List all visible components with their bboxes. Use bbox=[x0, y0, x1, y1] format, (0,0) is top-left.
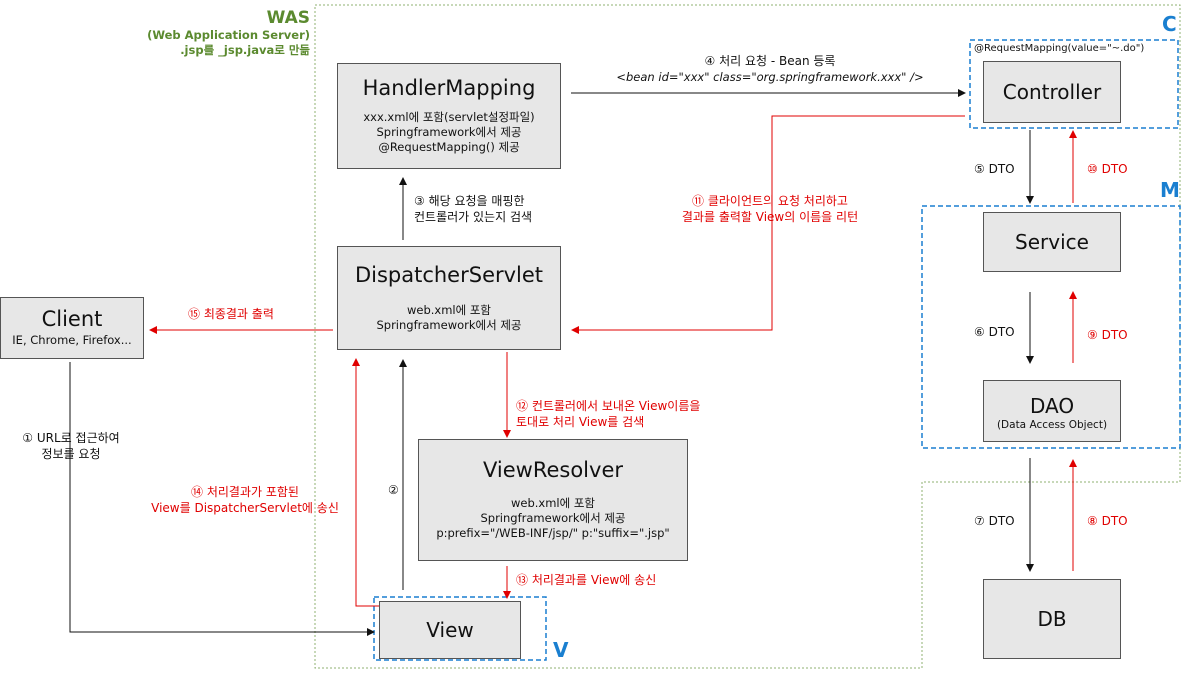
client-box: Client IE, Chrome, Firefox... bbox=[0, 297, 144, 359]
step-1-label: ① URL로 접근하여 정보를 요청 bbox=[6, 430, 136, 462]
was-container-border bbox=[314, 4, 1181, 669]
dao-line: (Data Access Object) bbox=[996, 419, 1108, 431]
handler-mapping-line-2: Springframework에서 제공 bbox=[376, 125, 522, 139]
step-13-label: ⑬ 처리결과를 View에 송신 bbox=[516, 573, 657, 587]
was-title: WAS bbox=[266, 8, 310, 28]
handler-mapping-line-3: @RequestMapping() 제공 bbox=[378, 140, 520, 154]
step-9-label: ⑨ DTO bbox=[1087, 328, 1128, 342]
view-box: View bbox=[379, 601, 521, 659]
service-title: Service bbox=[1015, 230, 1089, 254]
client-line: IE, Chrome, Firefox... bbox=[12, 333, 132, 347]
model-letter: M bbox=[1160, 178, 1180, 202]
step-11-line-2: 결과를 출력할 View의 이름을 리턴 bbox=[681, 210, 859, 224]
arrow-11 bbox=[571, 115, 965, 334]
step-3-label: ③ 해당 요청을 매핑한 컨트롤러가 있는지 검색 bbox=[414, 193, 532, 225]
arrow-14 bbox=[352, 358, 379, 607]
view-resolver-line-2: Springframework에서 제공 bbox=[480, 511, 626, 525]
step-4-line-2: <bean id="xxx" class="org.springframewor… bbox=[616, 70, 924, 84]
was-subtitle: (Web Application Server) bbox=[147, 28, 310, 42]
was-note: .jsp를 _jsp.java로 만듦 bbox=[180, 43, 310, 57]
handler-mapping-title: HandlerMapping bbox=[362, 76, 536, 100]
handler-mapping-box: HandlerMapping xxx.xml에 포함(servlet설정파일) … bbox=[337, 63, 561, 169]
step-14-label: ⑭ 처리결과가 포함된 View를 DispatcherServlet에 송신 bbox=[140, 484, 350, 516]
view-resolver-line-1: web.xml에 포함 bbox=[510, 496, 596, 510]
dispatcher-servlet-line-2: Springframework에서 제공 bbox=[376, 318, 522, 332]
step-1-line-2: 정보를 요청 bbox=[41, 447, 101, 461]
dao-box: DAO (Data Access Object) bbox=[983, 380, 1121, 442]
step-11-label: ⑪ 클라이언트의 요청 처리하고 결과를 출력할 View의 이름을 리턴 bbox=[650, 193, 890, 225]
handler-mapping-line-1: xxx.xml에 포함(servlet설정파일) bbox=[363, 110, 535, 124]
step-1-line-1: ① URL로 접근하여 bbox=[22, 431, 120, 445]
step-10-label: ⑩ DTO bbox=[1087, 162, 1128, 176]
view-resolver-box: ViewResolver web.xml에 포함 Springframework… bbox=[418, 439, 688, 561]
controller-title: Controller bbox=[1002, 80, 1102, 104]
model-group-border bbox=[921, 205, 1181, 449]
step-4-label: ④ 처리 요청 - Bean 등록 <bean id="xxx" class="… bbox=[600, 53, 940, 85]
db-title: DB bbox=[1037, 607, 1067, 631]
view-resolver-title: ViewResolver bbox=[482, 458, 623, 482]
step-11-line-1: ⑪ 클라이언트의 요청 처리하고 bbox=[692, 194, 848, 208]
step-3-line-1: ③ 해당 요청을 매핑한 bbox=[414, 194, 525, 208]
dao-title: DAO bbox=[1029, 394, 1075, 418]
db-box: DB bbox=[983, 579, 1121, 659]
step-15-label: ⑮ 최종결과 출력 bbox=[188, 307, 274, 321]
controller-letter: C bbox=[1162, 12, 1177, 36]
view-letter: V bbox=[553, 638, 569, 662]
step-5-label: ⑤ DTO bbox=[974, 162, 1015, 176]
dispatcher-servlet-line-1: web.xml에 포함 bbox=[406, 303, 492, 317]
view-title: View bbox=[426, 618, 474, 642]
step-2-label: ② bbox=[388, 483, 399, 497]
step-12-label: ⑫ 컨트롤러에서 보내온 View이름을 토대로 처리 View를 검색 bbox=[516, 398, 700, 430]
step-12-line-1: ⑫ 컨트롤러에서 보내온 View이름을 bbox=[516, 399, 701, 413]
step-8-label: ⑧ DTO bbox=[1087, 514, 1128, 528]
step-7-label: ⑦ DTO bbox=[974, 514, 1015, 528]
controller-box: Controller bbox=[983, 61, 1121, 123]
step-3-line-2: 컨트롤러가 있는지 검색 bbox=[414, 210, 533, 224]
controller-annotation: @RequestMapping(value="~.do") bbox=[974, 43, 1145, 54]
controller-group-border bbox=[969, 39, 1179, 129]
arrow-1 bbox=[69, 362, 375, 636]
step-14-line-2: View를 DispatcherServlet에 송신 bbox=[151, 501, 339, 515]
step-12-line-2: 토대로 처리 View를 검색 bbox=[516, 415, 645, 429]
step-14-line-1: ⑭ 처리결과가 포함된 bbox=[191, 485, 299, 499]
dispatcher-servlet-title: DispatcherServlet bbox=[354, 263, 544, 287]
client-title: Client bbox=[41, 307, 103, 331]
view-resolver-line-3: p:prefix="/WEB-INF/jsp/" p:"suffix=".jsp… bbox=[436, 526, 670, 540]
service-box: Service bbox=[983, 212, 1121, 272]
dispatcher-servlet-box: DispatcherServlet web.xml에 포함 Springfram… bbox=[337, 246, 561, 350]
step-6-label: ⑥ DTO bbox=[974, 325, 1015, 339]
step-4-line-1: ④ 처리 요청 - Bean 등록 bbox=[704, 54, 836, 68]
was-header: WAS (Web Application Server) .jsp를 _jsp.… bbox=[140, 8, 310, 58]
view-group-border bbox=[373, 596, 547, 661]
